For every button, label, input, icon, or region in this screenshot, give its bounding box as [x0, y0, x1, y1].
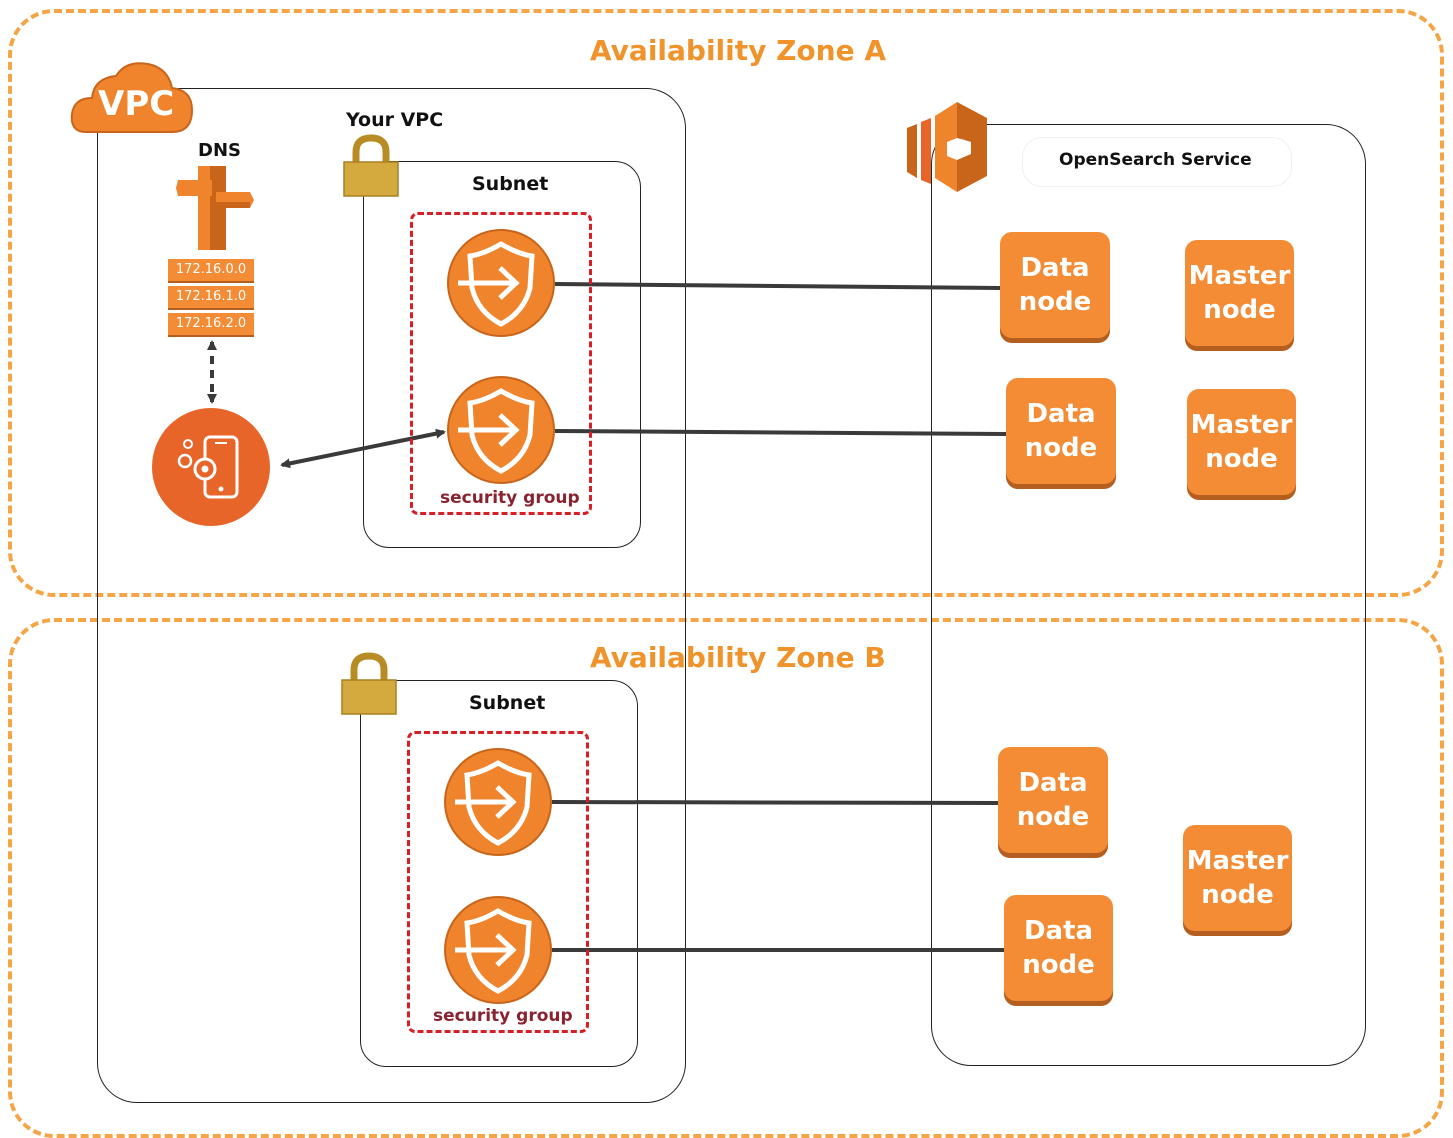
opensearch-domain-container [931, 124, 1366, 1066]
client-app-icon[interactable] [151, 407, 271, 527]
availability-zone-a [8, 9, 1444, 597]
master-node-b[interactable]: Master node [1183, 825, 1292, 931]
master-node-b-line1: Master [1186, 846, 1289, 876]
dns-icon [176, 166, 254, 250]
connector-b1 [551, 800, 999, 805]
master-node-a2-line2: node [1205, 444, 1278, 474]
vpc-endpoint-a1-icon[interactable] [446, 228, 556, 338]
client-to-endpoint-arrow [280, 428, 446, 469]
dns-record-3: 172.16.2.0 [168, 313, 254, 335]
data-node-b2-line2: node [1022, 950, 1095, 980]
master-node-b-line2: node [1201, 880, 1274, 910]
your-vpc-label: Your VPC [346, 109, 444, 131]
master-node-a1[interactable]: Master node [1185, 240, 1294, 346]
security-group-a-label: security group [440, 488, 580, 508]
subnet-a-label: Subnet [472, 173, 549, 195]
vpc-cloud-icon [70, 62, 194, 133]
data-node-a1[interactable]: Data node [1000, 232, 1110, 338]
zone-b-title: Availability Zone B [590, 641, 886, 674]
data-node-a2[interactable]: Data node [1006, 378, 1116, 484]
connector-a1 [554, 282, 1001, 290]
opensearch-title-pill [1022, 137, 1292, 187]
vpc-endpoint-b2-icon[interactable] [443, 895, 553, 1005]
dns-label: DNS [198, 140, 241, 161]
subnet-a-lock-icon [343, 134, 399, 197]
vpc-badge-label: VPC [98, 84, 175, 124]
master-node-a1-line1: Master [1188, 261, 1291, 291]
security-group-b[interactable] [407, 731, 589, 1033]
data-node-b1-line1: Data [1018, 768, 1088, 798]
opensearch-title: OpenSearch Service [1059, 150, 1252, 170]
data-node-b2-line1: Data [1023, 916, 1094, 946]
connector-a2 [554, 429, 1007, 436]
data-node-a2-line1: Data [1026, 399, 1096, 429]
data-node-b1-line2: node [1016, 802, 1090, 832]
master-node-a1-line2: node [1203, 295, 1276, 325]
vpc-endpoint-b1-icon[interactable] [443, 747, 553, 857]
subnet-b [360, 680, 638, 1067]
opensearch-logo-icon [907, 102, 987, 192]
zone-a-title: Availability Zone A [590, 34, 887, 67]
dns-record-1: 172.16.0.0 [168, 259, 254, 281]
security-group-b-label: security group [433, 1006, 573, 1026]
data-node-a1-line1: Data [1020, 253, 1090, 283]
data-node-a2-line2: node [1024, 433, 1098, 463]
master-node-a2[interactable]: Master node [1187, 389, 1296, 495]
dns-record-2: 172.16.1.0 [168, 286, 254, 308]
master-node-a2-line1: Master [1190, 410, 1293, 440]
subnet-a [363, 161, 641, 548]
security-group-a[interactable] [410, 212, 592, 515]
vpc-container [97, 88, 686, 1103]
subnet-b-lock-icon [341, 652, 397, 715]
data-node-b1[interactable]: Data node [998, 747, 1108, 853]
data-node-a1-line2: node [1018, 287, 1092, 317]
subnet-b-label: Subnet [469, 692, 546, 714]
vpc-endpoint-a2-icon[interactable] [446, 375, 556, 485]
data-node-b2[interactable]: Data node [1004, 895, 1113, 1001]
